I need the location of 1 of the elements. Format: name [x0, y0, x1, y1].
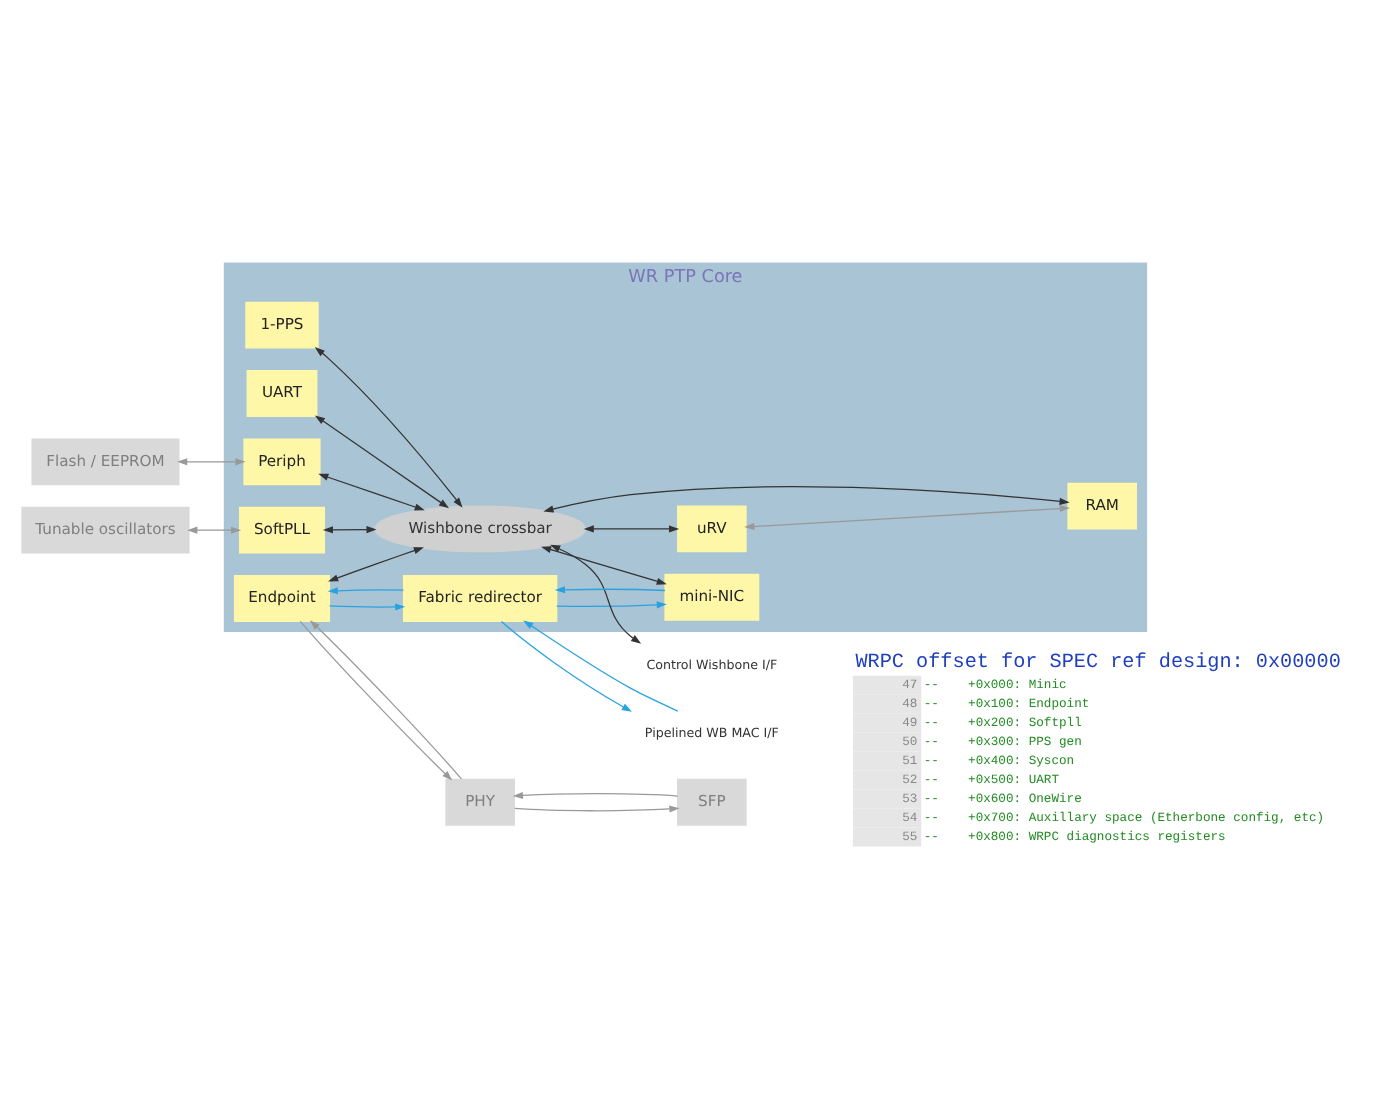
label: WRPC offset for SPEC ref design: 0x00000	[855, 652, 1341, 675]
